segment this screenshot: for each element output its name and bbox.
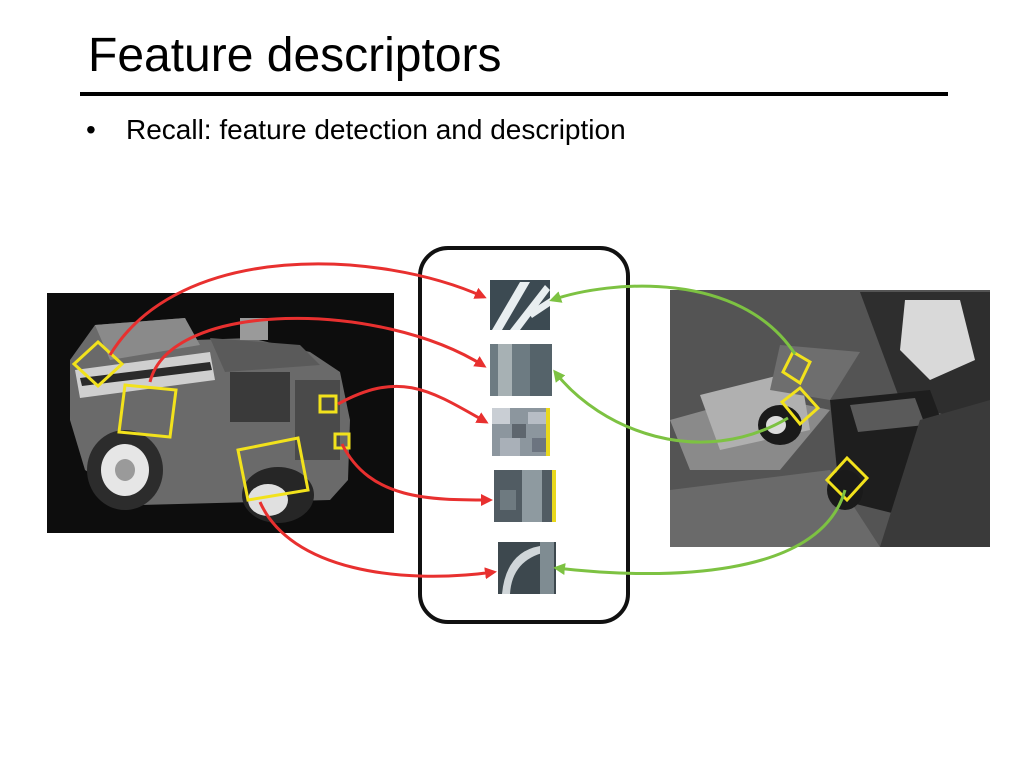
patch-3 [492,408,550,456]
patch-4 [494,470,556,522]
left-truck-image [47,293,394,533]
patch-1 [490,280,550,330]
left-match-arrows [108,262,497,580]
bullet-marker: • [86,114,96,145]
patch-5 [498,542,556,594]
title-underline [80,92,948,96]
bullet-text: Recall: feature detection and descriptio… [126,114,626,145]
slide-title: Feature descriptors [88,29,502,82]
patch-2 [490,344,552,396]
right-scene-image [670,290,990,547]
right-match-arrows [549,284,847,576]
bullet-item: • Recall: feature detection and descript… [86,112,626,148]
